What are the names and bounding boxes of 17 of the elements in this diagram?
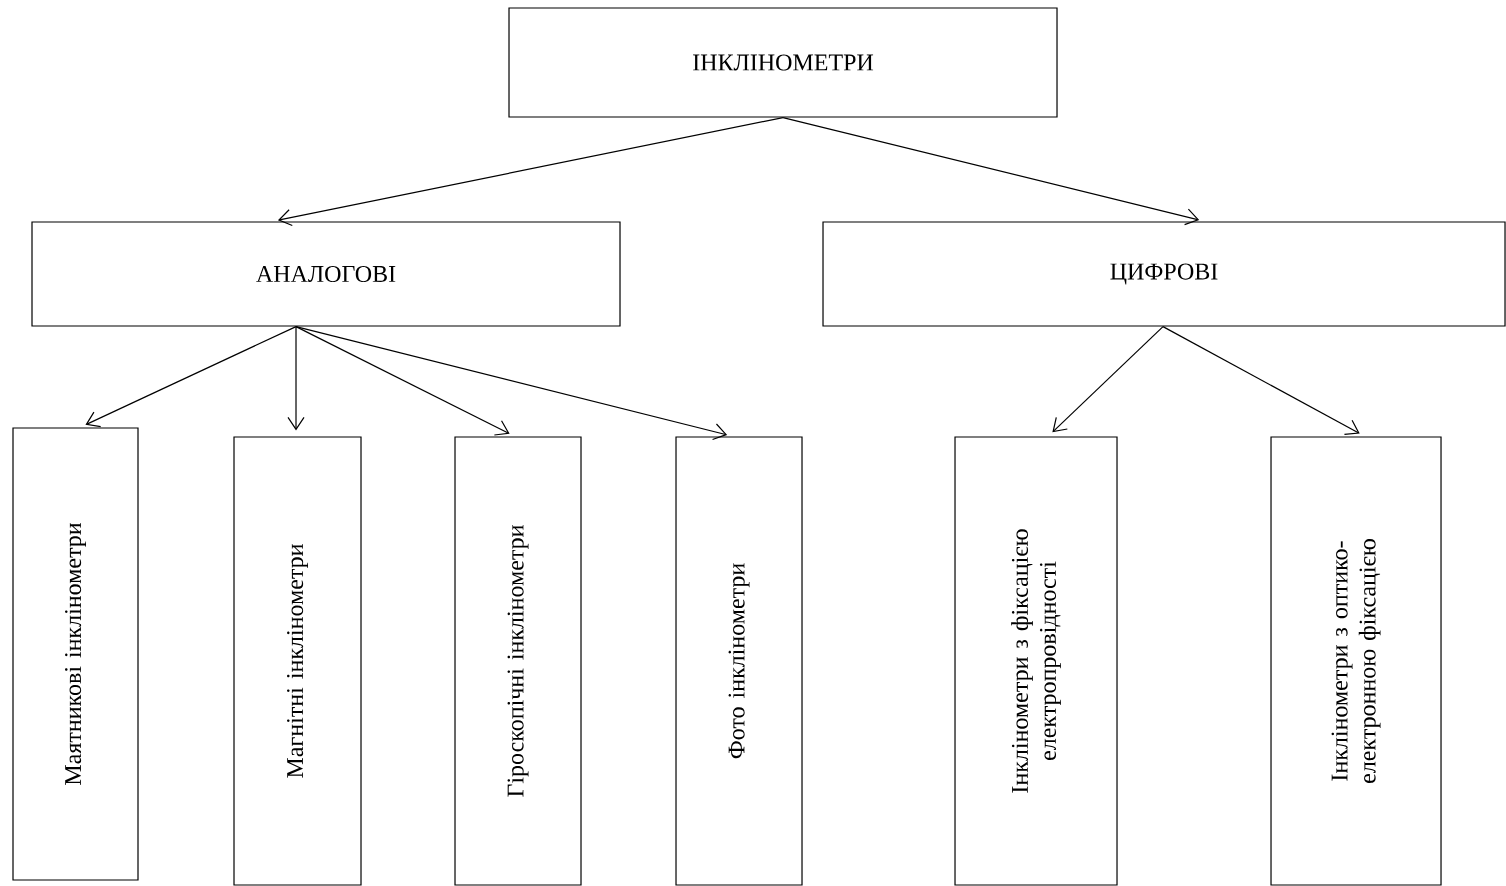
type-box: Фото інклінометри [675,436,803,886]
arrow [287,326,305,431]
type-box: Інклінометри з оптико-електронною фіксацією [1270,436,1442,886]
arrow [782,117,1200,226]
type-box: Магнітні інклінометри [233,436,362,886]
category-box: АНАЛОГОВІ [31,221,621,327]
arrow [85,326,297,428]
arrow [1052,326,1164,433]
arrow [295,326,510,436]
category-box: ІНКЛІНОМЕТРИ [508,7,1058,118]
arrow [277,117,784,227]
type-box: Інклінометри з фіксацією електропровідності [954,436,1118,886]
category-box: ЦИФРОВІ [822,221,1506,327]
arrow [1162,326,1360,435]
arrow [295,326,728,441]
type-box: Гіроскопічні інклінометри [454,436,582,886]
type-box: Маятникові інклінометри [12,427,139,881]
